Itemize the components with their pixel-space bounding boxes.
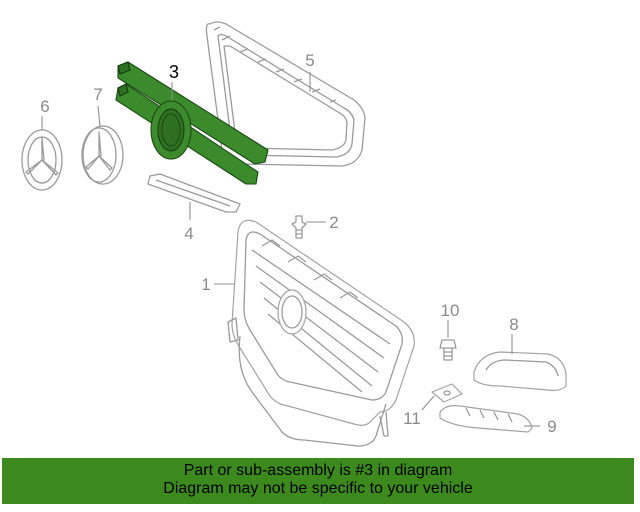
callout-7[interactable]: 7 — [93, 85, 102, 104]
callout-11[interactable]: 11 — [403, 409, 421, 428]
part-10-bolt[interactable] — [439, 339, 457, 361]
callout-3[interactable]: 3 — [169, 62, 179, 82]
part-9-lower-insert[interactable] — [439, 405, 533, 433]
leader-lines — [41, 72, 540, 427]
part-4-trim-strip[interactable] — [147, 173, 241, 213]
part-6-emblem-star[interactable] — [21, 129, 63, 191]
footer-line-disclaimer: Diagram may not be specific to your vehi… — [163, 480, 473, 497]
callout-5[interactable]: 5 — [305, 51, 314, 70]
callout-8[interactable]: 8 — [509, 315, 518, 334]
callout-6[interactable]: 6 — [40, 97, 49, 116]
callout-4[interactable]: 4 — [184, 224, 193, 243]
part-7-emblem-base[interactable] — [81, 125, 124, 185]
callout-10[interactable]: 10 — [441, 301, 460, 320]
callout-2[interactable]: 2 — [329, 213, 338, 232]
callout-1[interactable]: 1 — [201, 275, 210, 294]
callout-9[interactable]: 9 — [547, 417, 556, 436]
part-11-bracket[interactable] — [431, 383, 463, 403]
part-3-grille-bars[interactable] — [115, 61, 269, 185]
footer-line-part-info: Part or sub-assembly is #3 in diagram — [183, 462, 453, 479]
part-1-grille-assembly[interactable] — [227, 219, 415, 447]
part-2-clip[interactable] — [291, 215, 307, 239]
callout-labels: 6 7 3 5 4 2 1 10 8 11 9 — [40, 51, 556, 436]
exploded-parts-diagram: 6 7 3 5 4 2 1 10 8 11 9 — [21, 21, 567, 447]
footer-banner: Part or sub-assembly is #3 in diagram Di… — [2, 458, 634, 504]
part-8-fog-cover[interactable] — [473, 351, 567, 392]
